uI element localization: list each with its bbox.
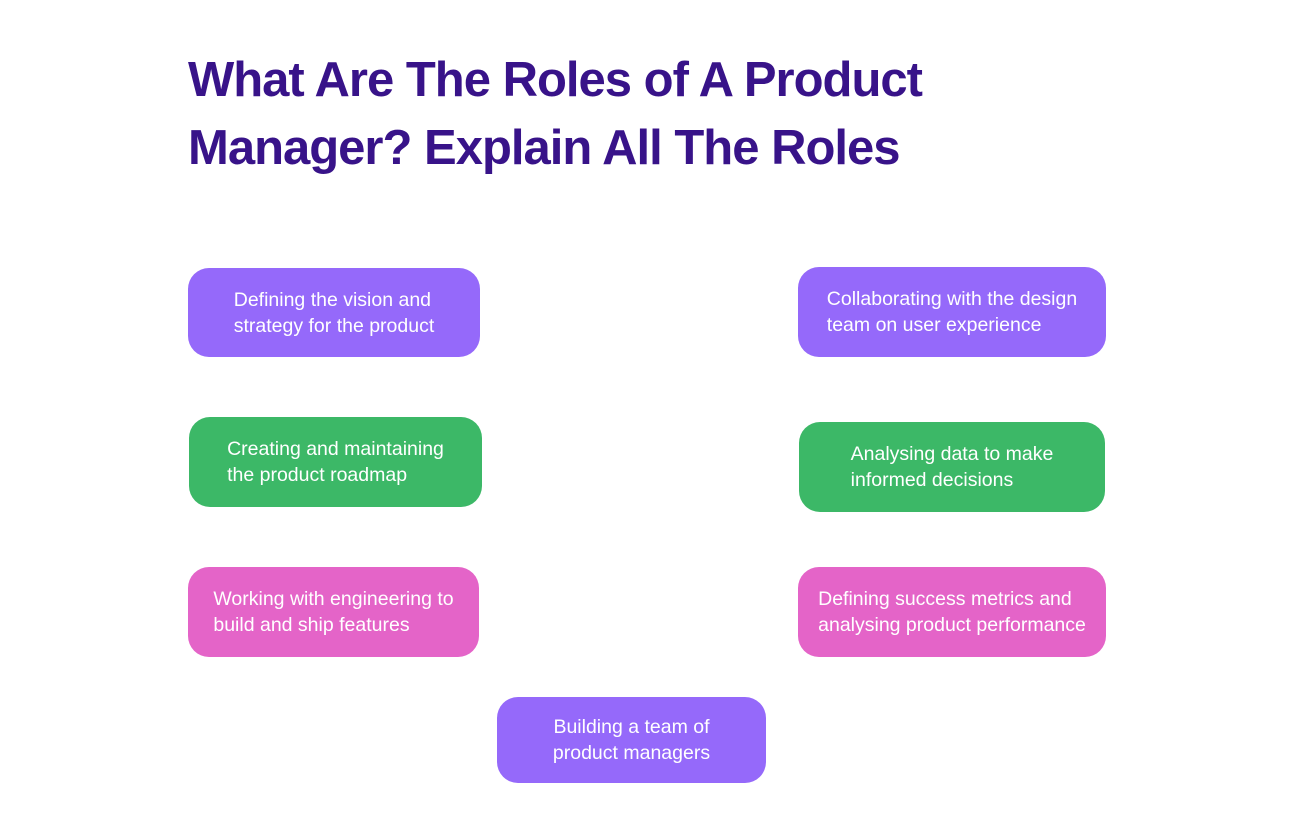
role-pill-label: Defining success metrics and analysing p… — [818, 588, 1086, 636]
role-pill-product-roadmap: Creating and maintaining the product roa… — [189, 417, 482, 507]
role-pill-engineering-collaboration: Working with engineering to build and sh… — [188, 567, 479, 657]
role-pill-vision-strategy: Defining the vision and strategy for the… — [188, 268, 480, 357]
role-pill-label: Collaborating with the design team on us… — [826, 288, 1078, 336]
page-title-line-1: What Are The Roles of A Product — [188, 53, 923, 107]
role-pill-label: Analysing data to make informed decision… — [850, 443, 1054, 491]
role-pill-success-metrics: Defining success metrics and analysing p… — [798, 567, 1106, 657]
role-pill-label: Creating and maintaining the product roa… — [227, 438, 444, 486]
role-pill-label: Defining the vision and strategy for the… — [233, 288, 435, 337]
page-title: What Are The Roles of A Product Manager?… — [188, 46, 1108, 182]
role-pill-label: Working with engineering to build and sh… — [213, 588, 454, 636]
role-pill-team-building: Building a team of product managers — [497, 697, 766, 783]
role-pill-design-collaboration: Collaborating with the design team on us… — [798, 267, 1106, 357]
role-pill-label: Building a team of product managers — [552, 716, 711, 764]
page-title-line-2: Manager? Explain All The Roles — [188, 121, 901, 175]
role-pill-data-analysis: Analysing data to make informed decision… — [799, 422, 1105, 512]
